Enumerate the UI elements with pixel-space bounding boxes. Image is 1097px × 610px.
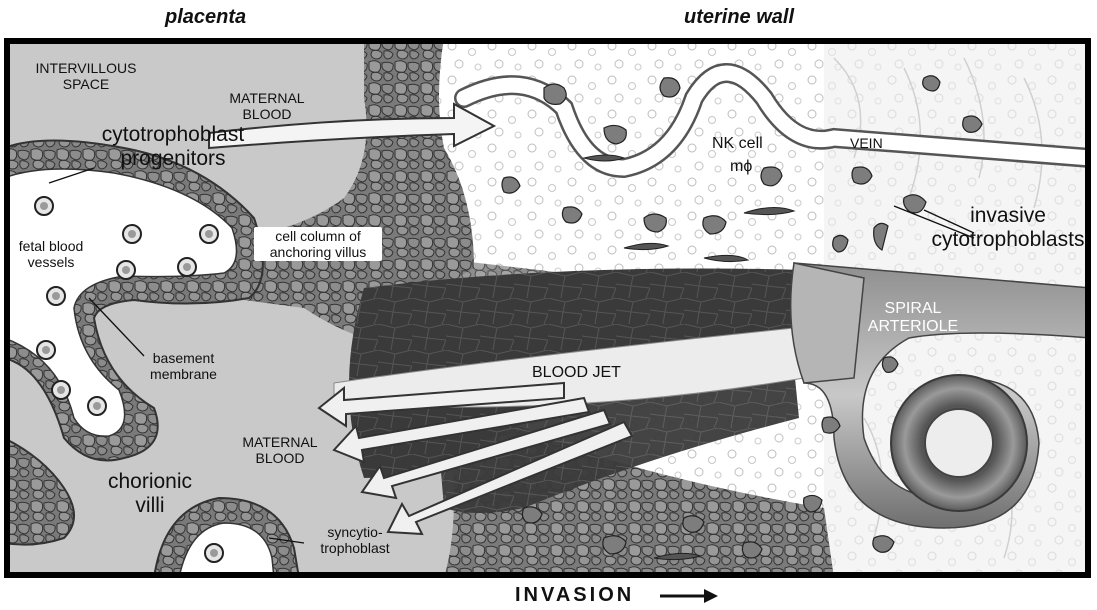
uterine-wall-heading: uterine wall bbox=[684, 6, 794, 29]
invasion-arrow-icon bbox=[660, 588, 720, 604]
macrophage-label: mϕ bbox=[730, 158, 752, 176]
blood-jet-label: BLOOD JET bbox=[532, 364, 621, 382]
invasion-label: INVASION bbox=[515, 584, 634, 607]
vein-label: VEIN bbox=[850, 135, 883, 151]
placenta-heading: placenta bbox=[165, 6, 246, 29]
syncytiotrophoblast-label: syncytio-trophoblast bbox=[305, 524, 405, 556]
nk-cell-label: NK cell bbox=[712, 135, 763, 153]
